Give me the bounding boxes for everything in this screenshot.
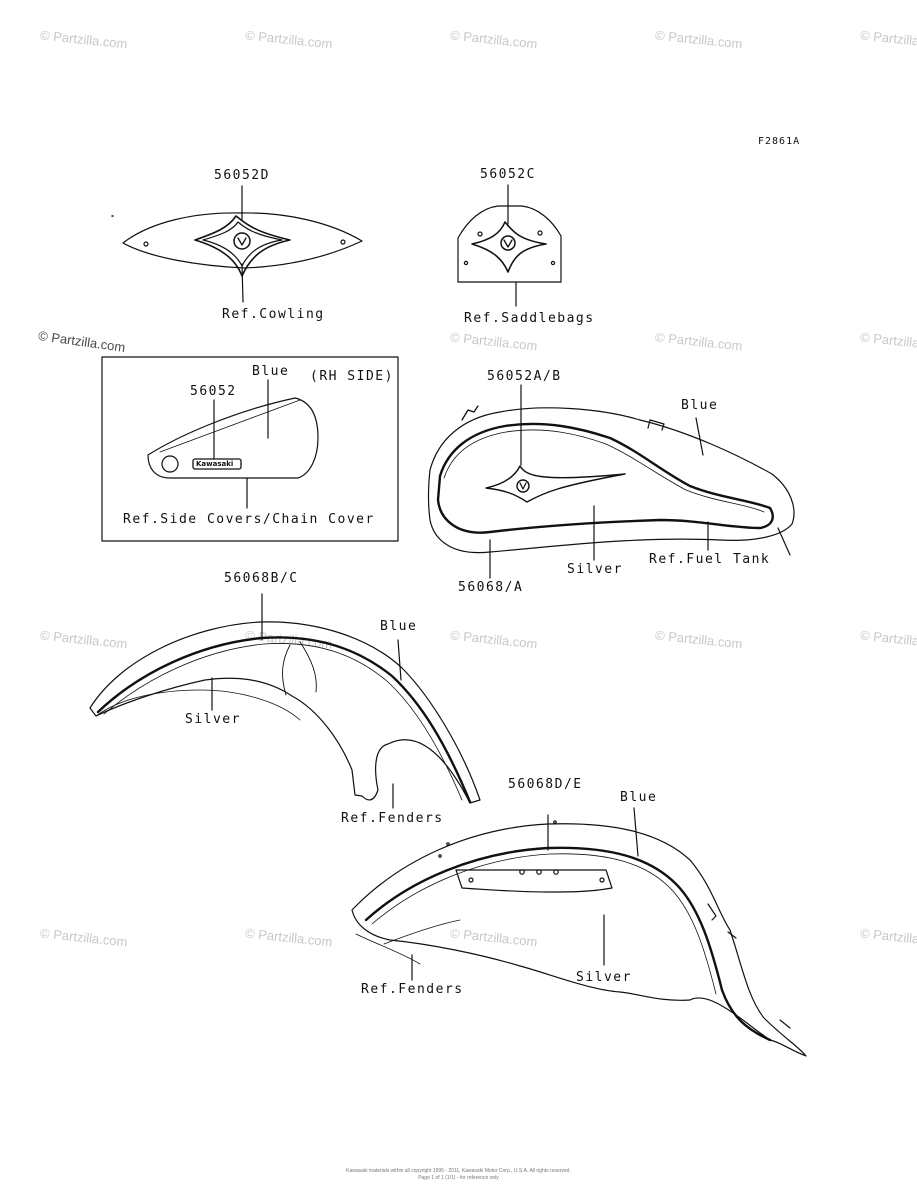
saddlebag-emblem-drawing	[457, 184, 562, 307]
ref-front-fenders[interactable]: Ref.Fenders	[341, 811, 444, 826]
tank-color-silver: Silver	[567, 562, 623, 577]
side-cover-color-blue: Blue	[252, 364, 290, 379]
part-number-56052AB[interactable]: 56052A/B	[487, 369, 562, 384]
rear-fender-drawing	[351, 807, 807, 1057]
rear-fender-color-silver: Silver	[576, 970, 632, 985]
ref-fuel-tank[interactable]: Ref.Fuel Tank	[649, 552, 771, 567]
front-fender-color-blue: Blue	[380, 619, 418, 634]
part-number-56052[interactable]: 56052	[190, 384, 237, 399]
copyright-footer: Kawasaki materials within all copyright …	[0, 1168, 917, 1182]
part-number-56068BC[interactable]: 56068B/C	[224, 571, 299, 586]
kawasaki-badge: Kawasaki	[196, 460, 234, 468]
part-number-56068DE[interactable]: 56068D/E	[508, 777, 583, 792]
copyright-line: Kawasaki materials within all copyright …	[346, 1168, 571, 1174]
front-fender-drawing	[89, 593, 481, 809]
part-number-56068A[interactable]: 56068/A	[458, 580, 524, 595]
ref-rear-fenders[interactable]: Ref.Fenders	[361, 982, 464, 997]
copyright-line-2: Page 1 of 1 (1/1) - for reference only	[418, 1175, 499, 1181]
ref-side-covers[interactable]: Ref.Side Covers/Chain Cover	[123, 512, 375, 527]
ref-saddlebags[interactable]: Ref.Saddlebags	[464, 311, 595, 326]
part-number-56052C[interactable]: 56052C	[480, 167, 536, 182]
cowling-emblem-drawing	[111, 185, 363, 303]
front-fender-color-silver: Silver	[185, 712, 241, 727]
part-number-56052D[interactable]: 56052D	[214, 168, 270, 183]
figure-code: F2861A	[758, 136, 801, 147]
rh-side-label: (RH SIDE)	[310, 369, 394, 384]
side-cover-box-drawing	[101, 356, 399, 542]
rear-fender-color-blue: Blue	[620, 790, 658, 805]
tank-color-blue: Blue	[681, 398, 719, 413]
fuel-tank-drawing	[427, 384, 795, 579]
ref-cowling[interactable]: Ref.Cowling	[222, 307, 325, 322]
